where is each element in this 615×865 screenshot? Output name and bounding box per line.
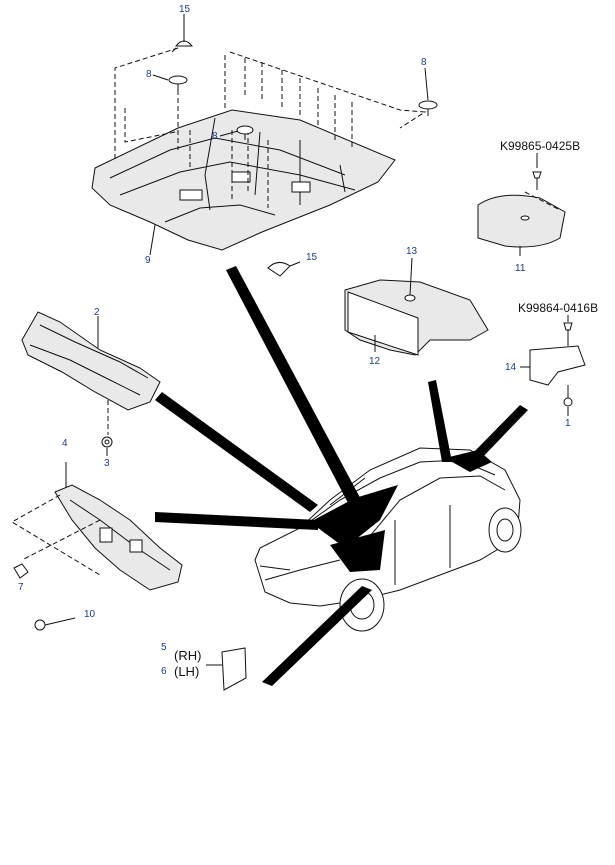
callout-13: 13	[406, 246, 418, 257]
bulkhead-insulator-part	[11, 462, 183, 591]
callout-15-mid: 15	[306, 252, 318, 263]
callout-5: 5	[161, 642, 167, 653]
bracket-part	[520, 322, 586, 407]
callout-6: 6	[161, 666, 167, 677]
side-label-rh: (RH)	[174, 648, 201, 663]
callout-1: 1	[565, 418, 571, 429]
dash-insulator-part	[21, 311, 161, 435]
callout-8-mid: 8	[212, 131, 218, 142]
trunk-mat-part	[477, 171, 566, 256]
callout-7: 7	[18, 582, 24, 593]
callout-3: 3	[104, 458, 110, 469]
clip-15-top-icon	[171, 40, 194, 53]
clip-10-icon	[34, 617, 76, 631]
callout-10: 10	[84, 609, 96, 620]
pointer-wedges	[155, 266, 528, 686]
clip-8-right-icon	[418, 100, 438, 116]
part-number-lower: K99864-0416B	[518, 301, 598, 315]
side-cover-part	[206, 647, 247, 691]
callout-8-left: 8	[146, 69, 152, 80]
car-body	[254, 447, 522, 632]
nut-3-icon	[101, 436, 113, 448]
callout-2: 2	[94, 307, 100, 318]
callout-14: 14	[505, 362, 517, 373]
callout-9: 9	[145, 255, 151, 266]
floor-dashed-outline	[114, 47, 427, 208]
part-number-upper: K99865-0425B	[500, 139, 580, 153]
callout-4: 4	[62, 438, 68, 449]
trunk-trim-part	[344, 257, 489, 356]
floor-carpet-part	[91, 109, 396, 251]
clip-15-mid-icon	[267, 261, 301, 277]
clip-7-icon	[13, 563, 29, 579]
callout-12: 12	[369, 356, 381, 367]
clip-8-left-icon	[168, 75, 188, 90]
side-label-lh: (LH)	[174, 664, 199, 679]
callout-15-top: 15	[179, 4, 191, 15]
clip-8-mid-icon	[236, 125, 254, 140]
callout-11: 11	[515, 263, 526, 274]
callout-8-right: 8	[421, 57, 427, 68]
